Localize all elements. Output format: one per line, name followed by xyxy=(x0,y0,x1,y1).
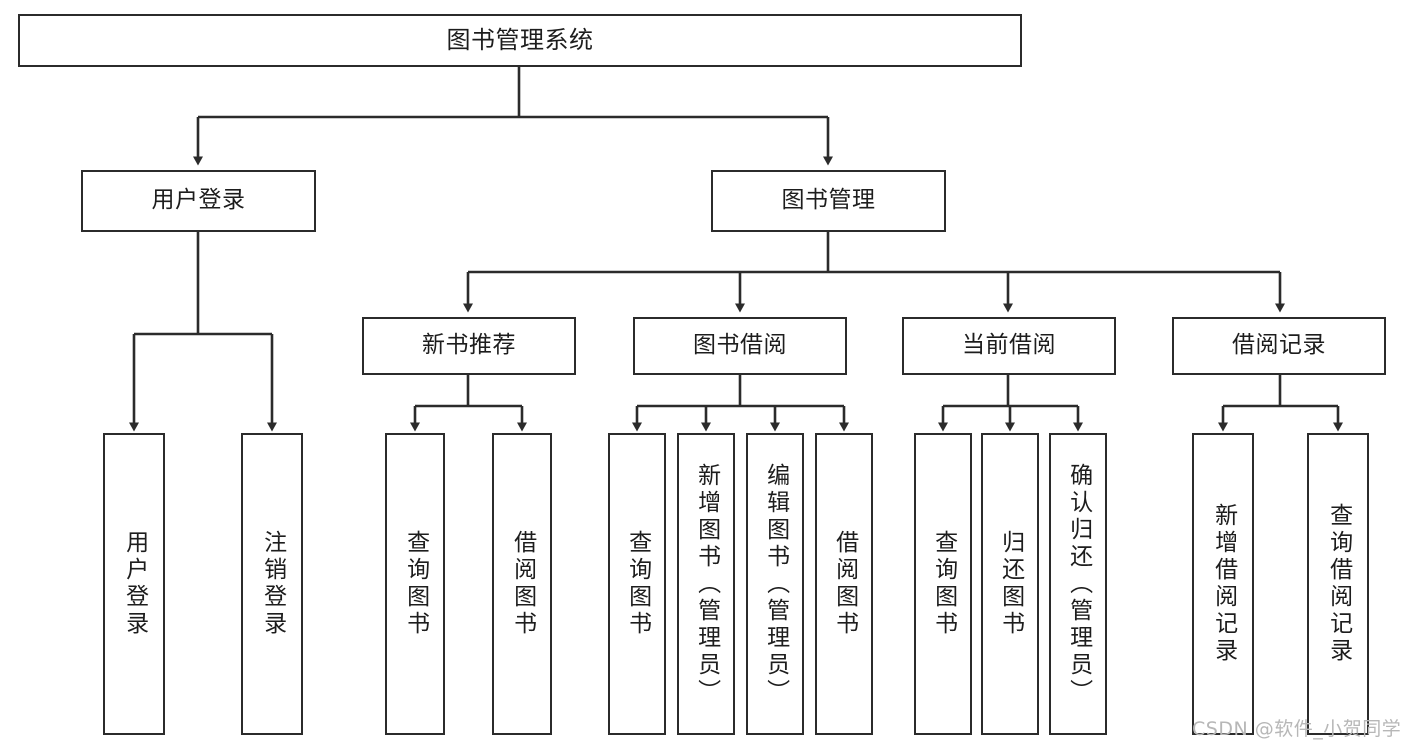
node-leaf-query-book-1-label: 查询图书 xyxy=(402,530,429,638)
node-leaf-query-book-1[interactable]: 查询图书 xyxy=(385,433,445,735)
node-leaf-add-record[interactable]: 新增借阅记录 xyxy=(1192,433,1254,735)
node-leaf-return-book[interactable]: 归还图书 xyxy=(981,433,1039,735)
watermark-text: CSDN @软件_小贺同学 xyxy=(1192,718,1402,740)
node-root[interactable]: 图书管理系统 xyxy=(18,14,1022,67)
node-user-login[interactable]: 用户登录 xyxy=(81,170,316,232)
node-leaf-user-logout[interactable]: 注销登录 xyxy=(241,433,303,735)
node-current-borrow[interactable]: 当前借阅 xyxy=(902,317,1116,375)
node-leaf-edit-book[interactable]: 编辑图书（管理员） xyxy=(746,433,804,735)
node-book-manage-label: 图书管理 xyxy=(781,187,876,214)
node-leaf-user-logout-label: 注销登录 xyxy=(259,530,286,638)
node-new-book-rec-label: 新书推荐 xyxy=(422,332,516,359)
node-leaf-add-book-label: 新增图书（管理员） xyxy=(693,462,720,706)
node-book-borrow[interactable]: 图书借阅 xyxy=(633,317,847,375)
node-borrow-record[interactable]: 借阅记录 xyxy=(1172,317,1386,375)
node-leaf-edit-book-label: 编辑图书（管理员） xyxy=(762,462,789,706)
node-leaf-add-record-label: 新增借阅记录 xyxy=(1210,503,1237,665)
node-leaf-confirm-return-label: 确认归还（管理员） xyxy=(1065,462,1092,706)
node-leaf-query-book-3[interactable]: 查询图书 xyxy=(914,433,972,735)
node-user-login-label: 用户登录 xyxy=(151,187,246,214)
node-leaf-query-book-3-label: 查询图书 xyxy=(930,530,957,638)
node-leaf-query-record[interactable]: 查询借阅记录 xyxy=(1307,433,1369,735)
node-book-manage[interactable]: 图书管理 xyxy=(711,170,946,232)
node-leaf-borrow-book-2-label: 借阅图书 xyxy=(831,530,858,638)
node-leaf-borrow-book-1-label: 借阅图书 xyxy=(509,530,536,638)
node-leaf-return-book-label: 归还图书 xyxy=(997,530,1024,638)
node-leaf-confirm-return[interactable]: 确认归还（管理员） xyxy=(1049,433,1107,735)
node-leaf-borrow-book-1[interactable]: 借阅图书 xyxy=(492,433,552,735)
node-leaf-query-book-2-label: 查询图书 xyxy=(624,530,651,638)
node-root-label: 图书管理系统 xyxy=(446,26,594,55)
node-borrow-record-label: 借阅记录 xyxy=(1232,332,1326,359)
node-new-book-rec[interactable]: 新书推荐 xyxy=(362,317,576,375)
node-leaf-query-book-2[interactable]: 查询图书 xyxy=(608,433,666,735)
node-leaf-borrow-book-2[interactable]: 借阅图书 xyxy=(815,433,873,735)
node-leaf-add-book[interactable]: 新增图书（管理员） xyxy=(677,433,735,735)
node-leaf-user-login[interactable]: 用户登录 xyxy=(103,433,165,735)
node-current-borrow-label: 当前借阅 xyxy=(962,332,1056,359)
node-leaf-user-login-label: 用户登录 xyxy=(121,530,148,638)
node-book-borrow-label: 图书借阅 xyxy=(693,332,787,359)
node-leaf-query-record-label: 查询借阅记录 xyxy=(1325,503,1352,665)
